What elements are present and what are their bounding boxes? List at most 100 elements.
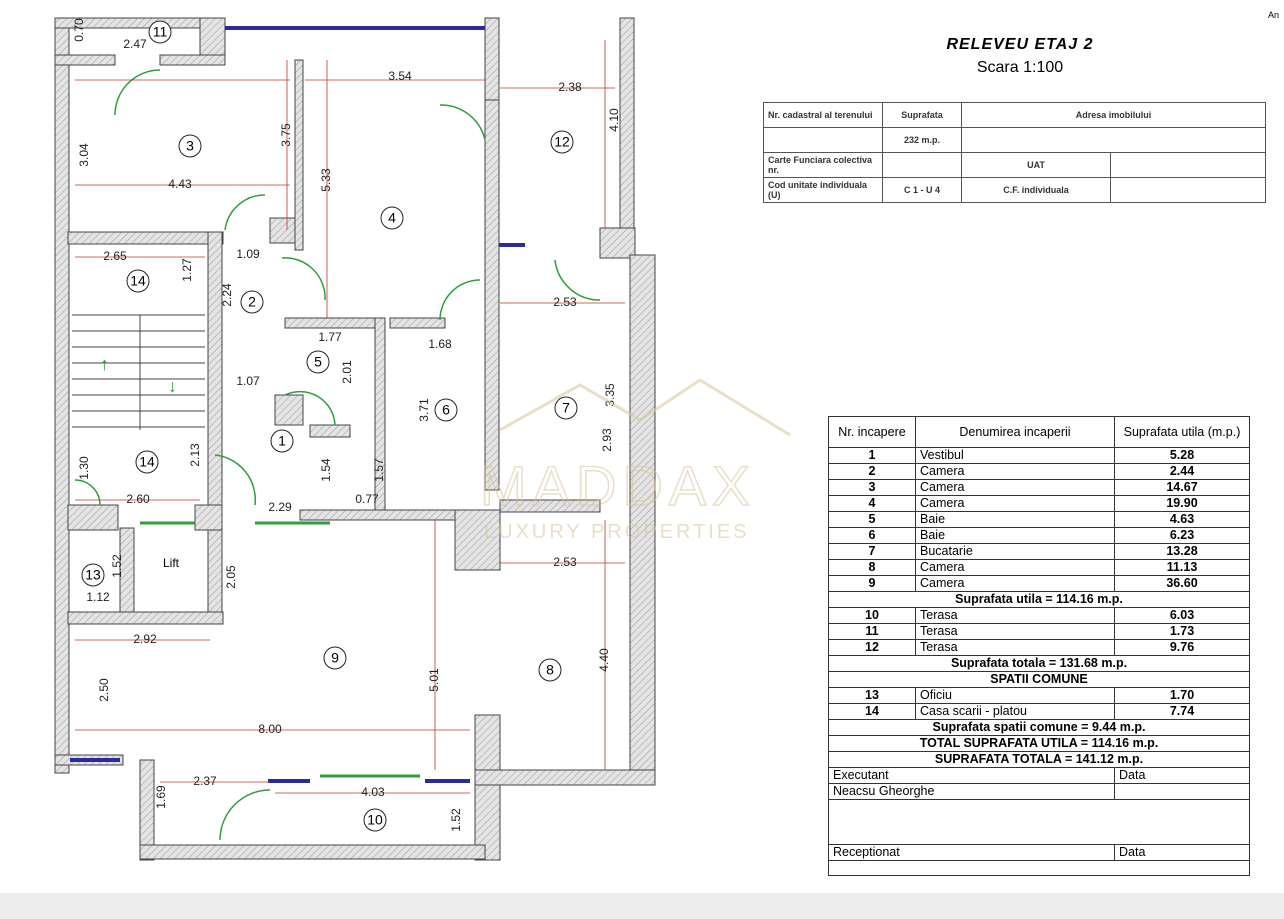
wall bbox=[67, 504, 119, 531]
dimension-label: 5.33 bbox=[319, 168, 333, 192]
room-marker bbox=[323, 646, 347, 670]
dimension-label: 1.57 bbox=[372, 458, 386, 482]
dimension-label: 0.77 bbox=[355, 492, 379, 506]
room-number: 13 bbox=[85, 567, 101, 583]
room-marker bbox=[135, 450, 159, 474]
dimension-label: 2.92 bbox=[133, 632, 157, 646]
room-marker bbox=[550, 130, 574, 154]
total-row: SUPRAFATA TOTALA = 141.12 m.p. bbox=[828, 751, 1250, 768]
walls bbox=[54, 17, 656, 861]
dimension-label: 2.65 bbox=[103, 249, 127, 263]
page-title: RELEVEU ETAJ 2 bbox=[946, 36, 1094, 53]
cell: 1.73 bbox=[1114, 623, 1250, 640]
room-number: 10 bbox=[367, 812, 383, 828]
dimension-label: 1.09 bbox=[236, 247, 260, 261]
cell: 13.28 bbox=[1114, 543, 1250, 560]
dimension-label: 3.04 bbox=[77, 143, 91, 167]
cell: C.F. individuala bbox=[961, 177, 1111, 203]
dimension-label: 5.01 bbox=[427, 668, 441, 692]
dimension-label: 1.30 bbox=[77, 456, 91, 480]
dimension-label: 2.38 bbox=[558, 80, 582, 94]
cell: 1 bbox=[828, 447, 916, 464]
room-marker bbox=[306, 350, 330, 374]
dimension-label: 1.12 bbox=[86, 590, 110, 604]
cell: 2.44 bbox=[1114, 463, 1250, 480]
dimension-label: 2.01 bbox=[340, 360, 354, 384]
room-number: 8 bbox=[546, 662, 554, 678]
executant-label: Executant bbox=[828, 767, 1115, 784]
executant-name: Neacsu Gheorghe bbox=[828, 783, 1115, 800]
wall bbox=[629, 254, 656, 786]
room-number: 7 bbox=[562, 400, 570, 416]
wall bbox=[474, 769, 656, 786]
room-marker bbox=[126, 269, 150, 293]
wall bbox=[374, 317, 386, 514]
header-cell: Nr. incapere bbox=[828, 416, 916, 448]
corner-text: An bbox=[1268, 10, 1280, 20]
room-number: 4 bbox=[388, 210, 396, 226]
wall bbox=[309, 424, 351, 438]
cell: 19.90 bbox=[1114, 495, 1250, 512]
wall bbox=[54, 54, 116, 66]
room-marker bbox=[538, 658, 562, 682]
door-swing bbox=[281, 257, 326, 301]
door-swing bbox=[224, 194, 266, 231]
door-swing bbox=[439, 279, 481, 321]
wall bbox=[139, 759, 155, 861]
dimension-label: 2.60 bbox=[126, 492, 150, 506]
receptionat-label: Receptionat bbox=[828, 844, 1115, 861]
cell: 9.76 bbox=[1114, 639, 1250, 656]
dimension-label: 0.70 bbox=[72, 18, 86, 42]
dimension-label: 1.52 bbox=[110, 554, 124, 578]
bottom-bar bbox=[0, 893, 1284, 919]
room-marker bbox=[380, 206, 404, 230]
wall bbox=[194, 504, 223, 531]
cell: Terasa bbox=[915, 623, 1115, 640]
subtotal-row: Suprafata totala = 131.68 m.p. bbox=[828, 655, 1250, 672]
subtotal-row: Suprafata utila = 114.16 m.p. bbox=[828, 591, 1250, 608]
room-number: 14 bbox=[130, 273, 146, 289]
arrow-down-icon: ↓ bbox=[168, 376, 177, 396]
dimension-label: 1.52 bbox=[449, 808, 463, 832]
cell: Camera bbox=[915, 479, 1115, 496]
wall bbox=[54, 17, 70, 774]
room-marker bbox=[554, 396, 578, 420]
cell: 5.28 bbox=[1114, 447, 1250, 464]
data-value bbox=[1114, 783, 1250, 800]
cell: UAT bbox=[961, 152, 1111, 178]
cell bbox=[1110, 152, 1266, 178]
wall bbox=[484, 17, 500, 104]
cell: Terasa bbox=[915, 639, 1115, 656]
room-number: 14 bbox=[139, 454, 155, 470]
room-number: 1 bbox=[278, 433, 286, 449]
wall bbox=[139, 844, 486, 860]
cell: 4.63 bbox=[1114, 511, 1250, 528]
dimension-label: 2.93 bbox=[600, 428, 614, 452]
cell: 14.67 bbox=[1114, 479, 1250, 496]
dimension-label: 1.54 bbox=[319, 458, 333, 482]
dimension-label: 2.13 bbox=[188, 443, 202, 467]
cell: Camera bbox=[915, 559, 1115, 576]
cell: C 1 - U 4 bbox=[882, 177, 962, 203]
dimension-label: 2.37 bbox=[193, 774, 217, 788]
room-number: 2 bbox=[248, 294, 256, 310]
cell: 232 m.p. bbox=[882, 127, 962, 153]
signature-area bbox=[828, 799, 1250, 845]
wall bbox=[599, 227, 636, 259]
dimension-label: 2.47 bbox=[123, 37, 147, 51]
cell: Suprafata bbox=[882, 102, 962, 128]
door-swing bbox=[74, 479, 101, 506]
cell: Camera bbox=[915, 463, 1115, 480]
cell: Oficiu bbox=[915, 687, 1115, 704]
dimension-label: 2.05 bbox=[224, 565, 238, 589]
cell: Baie bbox=[915, 511, 1115, 528]
door-swing bbox=[439, 104, 486, 141]
cell: 36.60 bbox=[1114, 575, 1250, 592]
cell: 2 bbox=[828, 463, 916, 480]
cell: Camera bbox=[915, 495, 1115, 512]
